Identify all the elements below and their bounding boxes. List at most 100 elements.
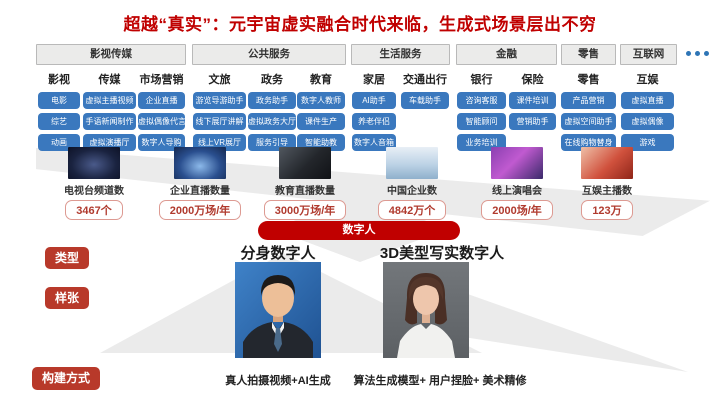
scene-chip: 业务培训 xyxy=(457,134,506,151)
scene-chip: 智能顾问 xyxy=(457,113,506,130)
scene-chip: 课件生产 xyxy=(297,113,345,130)
row-tag-build: 构建方式 xyxy=(32,367,100,390)
scene-chip: 综艺 xyxy=(38,113,80,130)
stat-label: 教育直播数量 xyxy=(275,186,335,197)
avatar-build-method: 真人拍摄视频+AI生成 xyxy=(225,375,331,387)
group-header-finance: 金融 xyxy=(456,44,557,65)
scene-chip: 数字人教师 xyxy=(297,92,345,109)
scene-chip: 养老伴侣 xyxy=(352,113,396,130)
more-categories-icon xyxy=(686,51,709,56)
column-insurance: 保险 课件培训 营销助手 xyxy=(509,72,556,130)
slide-title: 超越“真实”：元宇宙虚实融合时代来临，生成式场景层出不穷 xyxy=(123,15,597,34)
scene-chip: 车载助手 xyxy=(401,92,449,109)
scene-chip: 虚拟政务大厅 xyxy=(248,113,296,130)
column-label: 家居 xyxy=(363,74,385,86)
column-transport: 交通出行 车载助手 xyxy=(401,72,449,109)
column-bank: 银行 咨询客服 智能顾问 业务培训 xyxy=(457,72,506,151)
enterprise-livestream-thumbnail xyxy=(174,147,226,179)
scene-chip: 手语新闻制作 xyxy=(83,113,136,130)
stat-label: 电视台频道数 xyxy=(64,186,124,197)
tv-studio-thumbnail xyxy=(68,147,120,179)
group-header-film-media: 影视传媒 xyxy=(36,44,186,65)
scene-chip: 线上VR展厅 xyxy=(193,134,246,151)
female-digital-human-portrait xyxy=(383,262,469,358)
scene-chip: 数字人音箱 xyxy=(352,134,396,151)
stat-value: 123万 xyxy=(581,200,633,220)
scene-chip: 智能助教 xyxy=(297,134,345,151)
group-header-retail: 零售 xyxy=(561,44,616,65)
stat-label: 中国企业数 xyxy=(387,186,437,197)
column-label: 市场营销 xyxy=(139,74,184,86)
column-culture-tourism: 文旅 游览导游助手 线下展厅讲解 线上VR展厅 xyxy=(193,72,246,151)
column-education: 教育 数字人教师 课件生产 智能助教 xyxy=(297,72,345,151)
stat-china-enterprises: 中国企业数 4842万个 xyxy=(357,147,467,220)
scene-chip: 服务引导 xyxy=(248,134,296,151)
scene-chip: 线下展厅讲解 xyxy=(193,113,246,130)
stat-education-livestreams: 教育直播数量 3000万场/年 xyxy=(250,147,360,220)
stat-value: 4842万个 xyxy=(377,200,447,220)
scene-chip: 虚拟演播厅 xyxy=(83,134,136,151)
scene-chip: 虚拟主播视频 xyxy=(83,92,136,109)
stat-label: 企业直播数量 xyxy=(170,186,230,197)
scene-chip: 游览导游助手 xyxy=(193,92,246,109)
scene-chip: 政务助手 xyxy=(248,92,296,109)
scene-chip: 虚拟偶像 xyxy=(621,113,674,130)
column-label: 银行 xyxy=(470,74,493,86)
stat-enterprise-livestreams: 企业直播数量 2000万场/年 xyxy=(145,147,255,220)
stat-tv-channels: 电视台频道数 3467个 xyxy=(39,147,149,220)
column-label: 传媒 xyxy=(98,74,121,86)
column-label: 零售 xyxy=(577,74,600,86)
column-label: 保险 xyxy=(521,74,544,86)
column-government: 政务 政务助手 虚拟政务大厅 服务引导 xyxy=(248,72,296,151)
scene-chip: 企业直播 xyxy=(138,92,185,109)
male-digital-human-portrait xyxy=(235,262,321,358)
row-tag-type: 类型 xyxy=(45,247,89,269)
chevron-right-shape xyxy=(462,292,688,372)
column-retail: 零售 产品营销 虚拟空间助手 在线购物替身 xyxy=(561,72,616,151)
row-tag-sample: 样张 xyxy=(45,287,89,309)
stat-value: 2000场/年 xyxy=(481,200,553,220)
scene-chip: 课件培训 xyxy=(509,92,556,109)
realistic-3d-build-method: 算法生成模型+ 用户捏脸+ 美术精修 xyxy=(353,375,527,387)
scene-chip: 数字人导购 xyxy=(138,134,185,151)
digital-human-badge: 数字人 xyxy=(258,221,460,240)
column-label: 政务 xyxy=(261,74,283,86)
column-label: 教育 xyxy=(310,74,332,86)
scene-chip: 咨询客服 xyxy=(457,92,506,109)
group-header-life-service: 生活服务 xyxy=(351,44,450,65)
scene-chip: 营销助手 xyxy=(509,113,556,130)
column-marketing: 市场营销 企业直播 虚拟偶像代言 数字人导购 xyxy=(138,72,185,151)
stat-online-concerts: 线上演唱会 2000场/年 xyxy=(462,147,572,220)
online-concert-thumbnail xyxy=(491,147,543,179)
scene-chip: 电影 xyxy=(38,92,80,109)
column-label: 互娱 xyxy=(636,74,659,86)
column-label: 文旅 xyxy=(208,74,231,86)
stat-label: 线上演唱会 xyxy=(492,186,542,197)
scene-chip: 动画 xyxy=(38,134,80,151)
column-home: 家居 AI助手 养老伴侣 数字人音箱 xyxy=(352,72,396,151)
column-label: 交通出行 xyxy=(403,74,447,86)
stat-value: 3000万场/年 xyxy=(263,200,347,220)
column-label: 影视 xyxy=(48,74,70,86)
scene-chip: 虚拟直播 xyxy=(621,92,674,109)
stat-value: 3467个 xyxy=(65,200,123,220)
stat-value: 2000万场/年 xyxy=(158,200,242,220)
column-media: 传媒 虚拟主播视频 手语新闻制作 虚拟演播厅 xyxy=(83,72,136,151)
realistic-3d-type-label: 3D美型写实数字人 xyxy=(379,245,505,262)
column-entertainment: 互娱 虚拟直播 虚拟偶像 游戏 xyxy=(621,72,674,151)
education-livestream-thumbnail xyxy=(279,147,331,179)
scene-chip: AI助手 xyxy=(352,92,396,109)
avatar-type-label: 分身数字人 xyxy=(240,245,316,262)
scene-chip: 虚拟空间助手 xyxy=(561,113,616,130)
scene-chip: 在线购物替身 xyxy=(561,134,616,151)
stat-entertainment-anchors: 互娱主播数 123万 xyxy=(552,147,662,220)
column-film: 影视 电影 综艺 动画 xyxy=(38,72,80,151)
entertainment-anchor-thumbnail xyxy=(581,147,633,179)
group-header-internet: 互联网 xyxy=(620,44,677,65)
scene-chip: 虚拟偶像代言 xyxy=(138,113,185,130)
stat-label: 互娱主播数 xyxy=(582,186,632,197)
scene-chip: 游戏 xyxy=(621,134,674,151)
group-header-public-service: 公共服务 xyxy=(192,44,346,65)
scene-chip: 产品营销 xyxy=(561,92,616,109)
